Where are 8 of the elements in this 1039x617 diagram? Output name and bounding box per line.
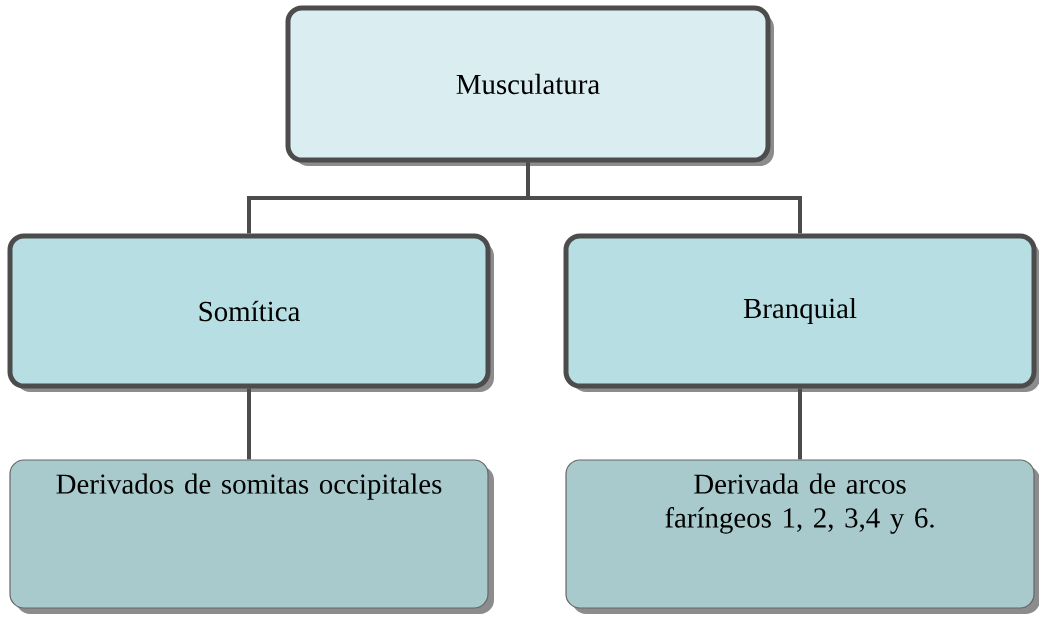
connector-line [247, 388, 251, 460]
connector-line [798, 388, 802, 460]
connector-line [526, 162, 802, 234]
description-box: Derivados de somitas occipitales [9, 459, 494, 614]
title-box: Musculatura [285, 5, 774, 166]
category-box: Somítica [7, 233, 494, 392]
category-box: Branquial [563, 233, 1039, 392]
description-box: Derivada de arcos faríngeos 1, 2, 3,4 y 6. [565, 459, 1039, 614]
